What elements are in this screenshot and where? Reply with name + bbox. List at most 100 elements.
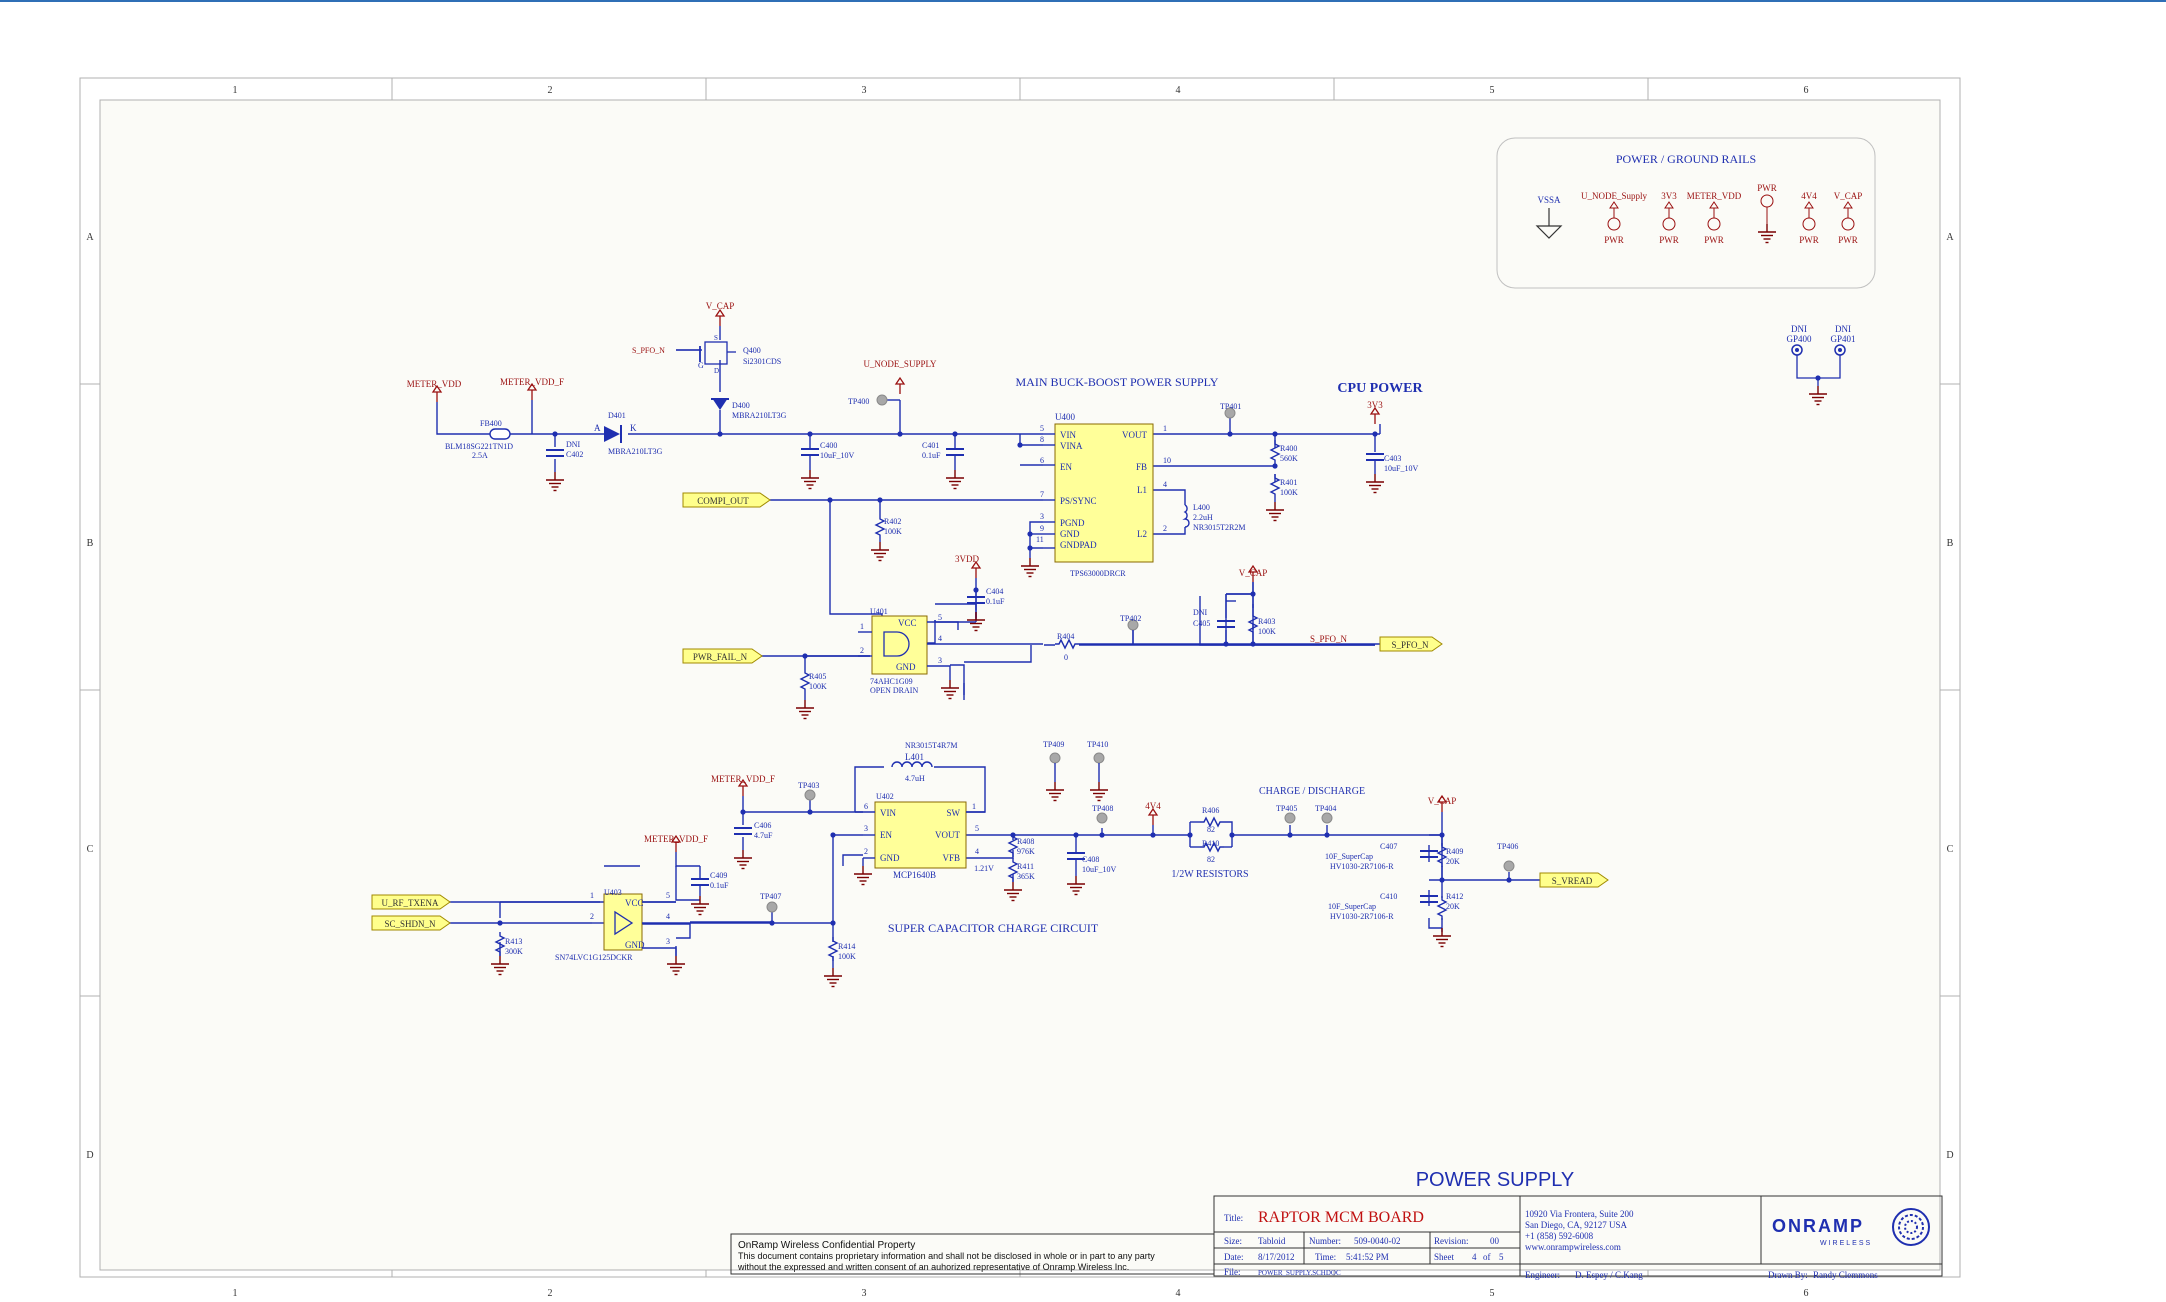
sheet-label: Sheet [1434,1252,1454,1262]
u403-gnd: GND [625,940,645,950]
u400-pin-ps-sync: PS/SYNC [1060,496,1097,506]
u402-pin-en: EN [880,830,892,840]
row-label-d-right: D [1946,1150,1953,1161]
u403-value: SN74LVC1G125DCKR [555,953,633,962]
u401-num-5: 5 [938,613,942,622]
phone: +1 (858) 592-6008 [1525,1231,1594,1241]
r414-resistor: R414 100K [823,936,856,988]
port-pwr-fail-n: PWR_FAIL_N [682,648,763,664]
c405-dni: DNI [1193,608,1208,617]
r401-ref: R401 [1280,478,1297,487]
u400-num-2: 2 [1163,524,1167,533]
r412-resistor: R412 20K [1432,892,1463,948]
row-label-b-right: B [1947,538,1954,549]
r410-value: 82 [1207,855,1215,864]
col-label-5-bottom: 5 [1490,1288,1495,1299]
tp409-test-point: TP409 [1043,740,1065,802]
row-label-a: A [86,232,94,243]
u400-pin-fb: FB [1136,462,1147,472]
c410-ref: C410 [1380,892,1397,901]
q400-gate-net: S_PFO_N [632,346,665,355]
u403-sn74lvc1g125: U403 VCC GND SN74LVC1G125DCKR 1 2 5 4 3 [555,888,686,976]
u400-pin-gndpad: GNDPAD [1060,540,1097,550]
tp407-ref: TP407 [760,892,781,901]
u400-tps63000: U400 TPS63000DRCR VIN VINA EN PS/SYNC PG… [1020,412,1171,578]
c410-part: HV1030-2R7106-R [1330,912,1394,921]
fb400-ref: FB400 [480,419,502,428]
c406-ref: C406 [754,821,771,830]
charge-discharge-title: CHARGE / DISCHARGE [1259,786,1365,797]
c404-ref: C404 [986,587,1003,596]
tp407-test-point: TP407 [760,892,781,913]
u402-num-2: 2 [864,847,868,856]
r414-value: 100K [838,952,856,961]
c403-ref: C403 [1384,454,1401,463]
buck-title: MAIN BUCK-BOOST POWER SUPPLY [1016,375,1219,389]
r403-ref: R403 [1258,617,1275,626]
port-pwr-fail-n-label: PWR_FAIL_N [693,652,748,662]
gp401-dni: DNI [1835,324,1851,334]
c400-value: 10uF_10V [820,451,854,460]
rail-vssa: VSSA [1535,195,1563,239]
u402-num-5: 5 [975,824,979,833]
u403-num-2: 2 [590,912,594,921]
r400-resistor: R400 560K [1270,439,1298,465]
port-s-vread-label: S_VREAD [1552,876,1593,886]
r410-resistor: R410 82 [1199,839,1225,864]
u400-num-6: 6 [1040,456,1044,465]
net-4v4: 4V4 [1145,801,1161,811]
u400-num-11: 11 [1036,535,1044,544]
tp402-test-point: TP402 [1120,614,1141,644]
net-meter-vdd-f: METER_VDD_F [500,377,564,387]
tp409-ref: TP409 [1043,740,1064,749]
tp406-test-point: TP406 [1497,842,1518,872]
c407-part: HV1030-2R7106-R [1330,862,1394,871]
tp406-ref: TP406 [1497,842,1518,851]
u400-num-9: 9 [1040,524,1044,533]
d400-diode: D400 MBRA210LT3G [711,398,787,420]
gp400-ref: GP400 [1786,334,1812,344]
r406-ref: R406 [1202,806,1219,815]
gp401-ref: GP401 [1830,334,1855,344]
r408-value: 976K [1017,847,1035,856]
col-label-1-bottom: 1 [233,1288,238,1299]
rail-pwr-label: PWR [1757,183,1777,193]
size-label: Size: [1224,1236,1242,1246]
of-label: of [1483,1252,1491,1262]
tp404-ref: TP404 [1315,804,1336,813]
number-value: 509-0040-02 [1354,1236,1401,1246]
tp405-test-point: TP405 [1276,804,1297,824]
row-label-b: B [87,538,94,549]
c401-value: 0.1uF [922,451,941,460]
r405-value: 100K [809,682,827,691]
u403-num-5: 5 [666,891,670,900]
rail-vssa-label: VSSA [1537,195,1561,205]
u400-pin-vout: VOUT [1122,430,1147,440]
tp408-test-point: TP408 [1092,804,1113,824]
d401-ref: D401 [608,411,626,420]
d401-pin-k: K [630,423,637,433]
c400-capacitor: C400 10uF_10V [800,441,854,490]
c410-supercap: C410 10F_SuperCap HV1030-2R7106-R [1328,892,1439,921]
port-sc-shdn-n: SC_SHDN_N [371,915,451,931]
port-u-rf-txena: U_RF_TXENA [371,894,451,910]
fb400-current: 2.5A [472,451,488,460]
u400-num-7: 7 [1040,490,1044,499]
r406-resistor: R406 82 [1199,806,1225,834]
c406-capacitor: C406 4.7uF [733,821,773,870]
row-label-d: D [86,1150,93,1161]
tp405-ref: TP405 [1276,804,1297,813]
sheet-value: 4 [1472,1252,1477,1262]
confidential-line-2: without the expressed and written consen… [737,1262,1129,1272]
net-v-cap-supercap: V_CAP [1428,796,1457,806]
file-label: File: [1224,1267,1241,1277]
c404-value: 0.1uF [986,597,1005,606]
logo-sub-text: WIRELESS [1820,1240,1872,1247]
u401-74ahc1g09: U401 VCC GND 74AHC1G09 OPEN DRAIN 1 2 5 … [858,607,1043,700]
u403-num-3: 3 [666,937,670,946]
c400-ref: C400 [820,441,837,450]
u400-pin-pgnd: PGND [1060,518,1085,528]
c401-ref: C401 [922,441,939,450]
revision-value: 00 [1490,1236,1500,1246]
